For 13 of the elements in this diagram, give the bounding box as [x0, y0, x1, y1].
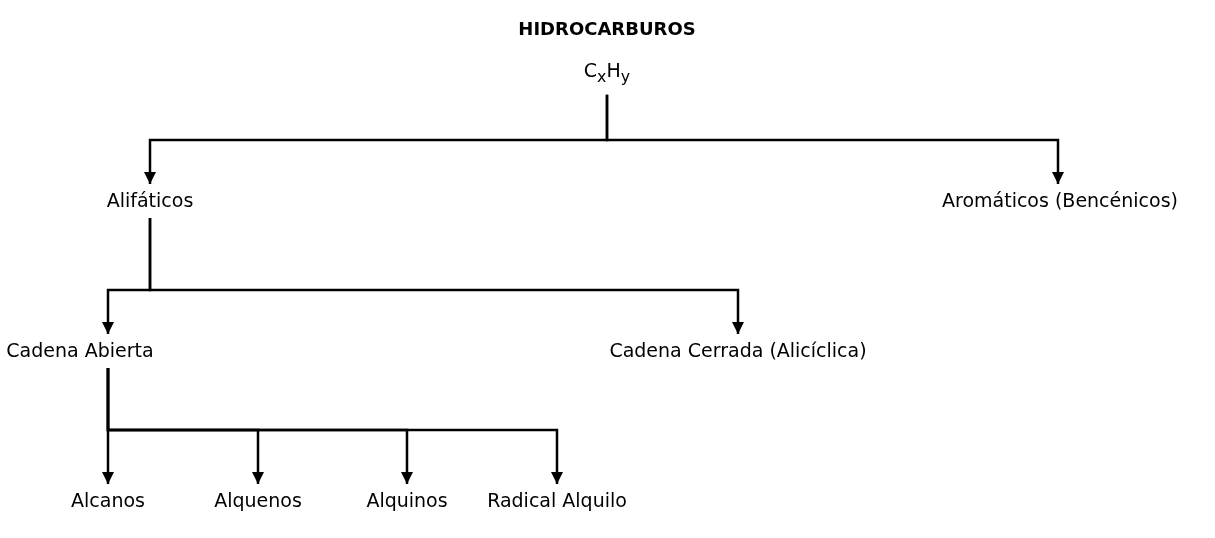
node-label: Cadena Abierta — [6, 338, 154, 362]
node-label: Alquenos — [214, 488, 302, 512]
node-label: Cadena Cerrada (Alicíclica) — [609, 338, 867, 362]
node-label: Alifáticos — [106, 188, 194, 212]
node-label: Radical Alquilo — [487, 488, 627, 512]
node-label: Aromáticos (Bencénicos) — [942, 188, 1178, 212]
arrow — [605, 94, 1065, 184]
node-label: Alcanos — [71, 488, 145, 512]
diagram-title: HIDROCARBUROS — [518, 18, 696, 39]
node-label: C$_{x}$H$_{y}$ — [583, 58, 631, 89]
arrow — [106, 368, 564, 484]
arrow — [148, 218, 745, 334]
node-label: Alquinos — [366, 488, 448, 512]
